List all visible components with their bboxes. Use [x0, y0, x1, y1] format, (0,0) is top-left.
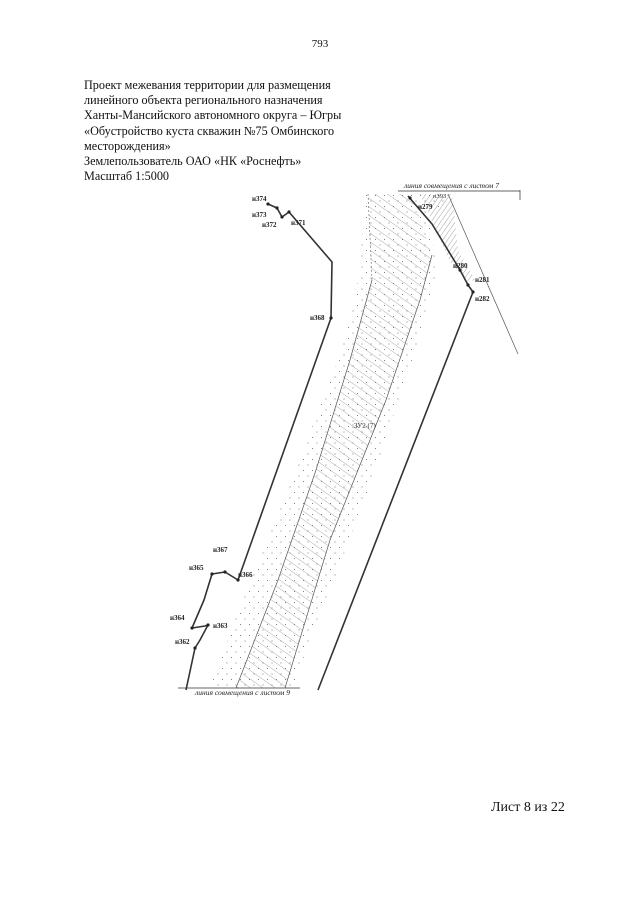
bottom-match-line-label: линия совмещения с листом 9 [194, 688, 290, 697]
point-n374 [266, 202, 270, 206]
label-n374: н374 [252, 195, 267, 203]
top-match-line-label: линия совмещения с листом 7 [403, 181, 499, 190]
point-n363 [206, 623, 210, 627]
label-n364: н364 [170, 614, 185, 622]
point-n362 [193, 646, 197, 650]
label-n366: н366 [238, 571, 253, 579]
label-n280: н280 [453, 262, 468, 270]
header-line-2: линейного объекта регионального назначен… [84, 93, 323, 108]
sheet-number: Лист 8 из 22 [491, 800, 565, 815]
point-n371 [287, 210, 291, 214]
corridor-left-edge [235, 279, 373, 689]
header-line-4: «Обустройство куста скважин №75 Омбинско… [84, 123, 335, 138]
label-n371: н371 [291, 219, 306, 227]
point-n365 [210, 572, 214, 576]
point-n373 [275, 206, 279, 210]
point-n282 [471, 290, 475, 294]
point-n366 [223, 570, 227, 574]
label-n372: н372 [262, 221, 277, 229]
label-n281: н281 [475, 276, 490, 284]
label-n282: н282 [475, 295, 490, 303]
label-n368: н368 [310, 314, 325, 322]
label-n367: н367 [213, 546, 228, 554]
header-line-7: Масштаб 1:5000 [84, 169, 170, 184]
parcel-label: :ЗУ2 (7) [352, 422, 376, 430]
label-n365: н365 [189, 564, 204, 572]
point-n368 [329, 316, 333, 320]
document-header: Проект межевания территории для размещен… [84, 78, 384, 184]
hatched-corridor [236, 194, 432, 688]
point-n367 [236, 578, 240, 582]
label-n363: н363 [213, 622, 228, 630]
header-line-6: Землепользователь ОАО «НК «Роснефть» [84, 154, 302, 169]
point-markers [190, 196, 475, 650]
adjacent-parcel-dots [424, 194, 448, 216]
point-n372 [280, 215, 284, 219]
top-right-label: н393 [433, 193, 446, 200]
point-n364 [190, 626, 194, 630]
point-n280 [458, 268, 462, 272]
corridor-right-edge [284, 254, 433, 689]
left-boundary [185, 203, 333, 691]
label-n279: н279 [418, 203, 433, 211]
header-line-1: Проект межевания территории для размещен… [84, 78, 331, 92]
right-boundary [317, 195, 474, 691]
header-line-5: месторождения» [84, 138, 171, 153]
page-number: 793 [311, 38, 329, 50]
diagonal-boundary [447, 193, 519, 355]
point-n281 [466, 283, 470, 287]
header-line-3: Ханты-Мансийского автономного округа – Ю… [84, 108, 342, 123]
point-labels: н374 н373 н372 н371 н368 н367 н365 н366 … [170, 195, 490, 646]
adjacent-parcel-hatch [420, 194, 475, 282]
point-n279 [408, 196, 412, 200]
label-n373: н373 [252, 211, 267, 219]
label-n362: н362 [175, 638, 190, 646]
